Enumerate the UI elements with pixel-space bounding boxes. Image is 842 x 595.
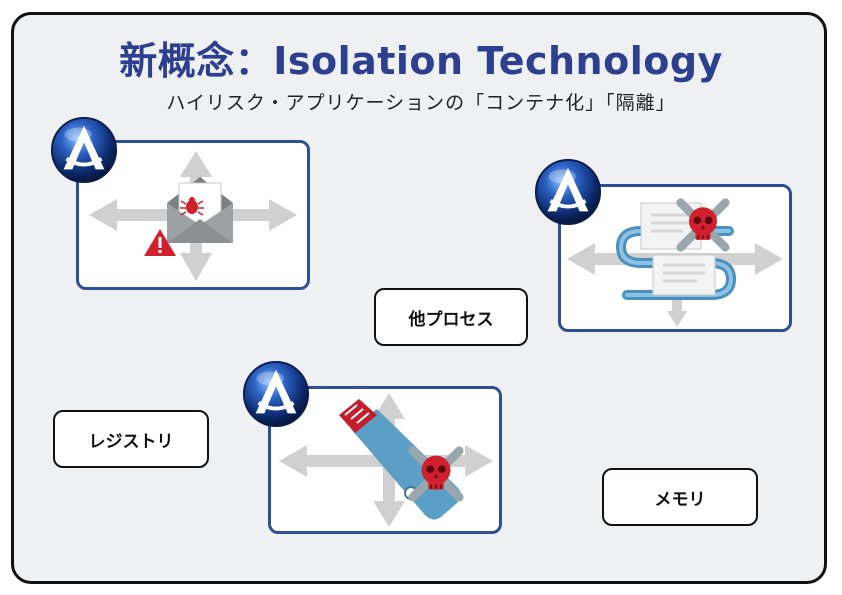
alpha-badge-icon [50,116,118,184]
title-prefix: 新概念： [119,39,274,83]
skull-icon [675,197,731,253]
alpha-badge-icon [242,360,310,428]
panel-document-isolation [558,184,792,332]
skull-icon [407,445,465,503]
label-memory: メモリ [602,468,758,526]
page-subtitle: ハイリスク・アプリケーションの「コンテナ化」「隔離」 [166,92,676,114]
bug-icon [180,197,204,216]
label-registry: レジストリ [53,410,209,468]
alpha-badge-icon [534,158,602,226]
title-main: Isolation Technology [273,39,723,83]
document-icon [640,202,716,296]
warning-icon [144,229,176,256]
page-title: 新概念：Isolation Technology [0,30,842,85]
panel-usb-isolation [268,386,502,534]
panel-email-isolation [76,140,310,290]
label-other-process: 他プロセス [374,288,528,346]
